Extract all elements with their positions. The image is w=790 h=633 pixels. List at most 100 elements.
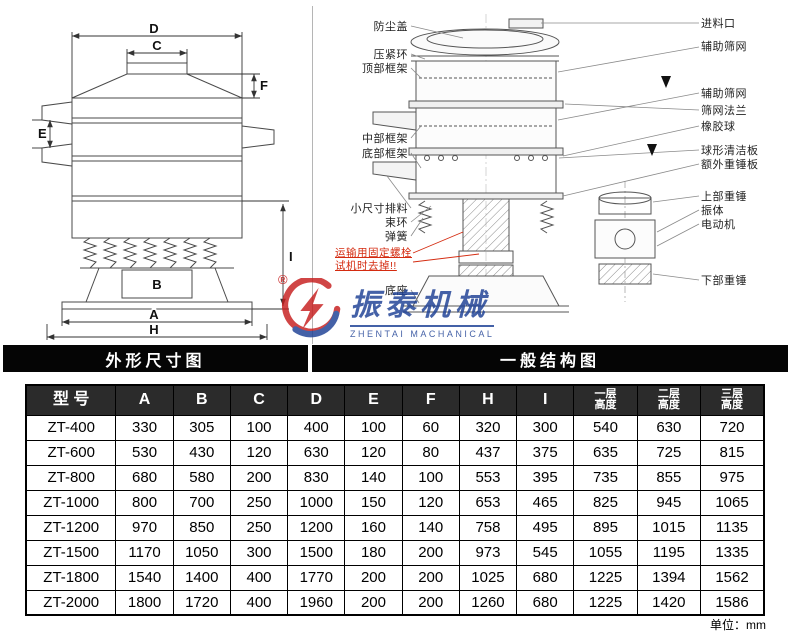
dimension-panel: D C F E B A H I <box>2 6 308 344</box>
spec-cell: 1015 <box>636 514 702 541</box>
spec-cell: 250 <box>229 514 289 541</box>
spec-cell: 120 <box>229 439 289 466</box>
unit-note: 单位：mm <box>710 618 766 632</box>
column-header: 一层 高度 <box>573 384 638 416</box>
spec-cell: 630 <box>636 414 702 441</box>
part-label: 辅助筛网 <box>701 88 747 100</box>
spec-cell: 1540 <box>115 564 174 591</box>
part-label: 防尘盖 <box>373 21 408 33</box>
spec-cell: 850 <box>172 514 231 541</box>
spec-cell: 735 <box>573 464 638 491</box>
spec-cell: 400 <box>229 589 289 616</box>
column-header: F <box>401 384 460 416</box>
spec-cell: 825 <box>573 489 638 516</box>
spec-cell: 545 <box>516 539 575 566</box>
spec-cell: 120 <box>401 489 460 516</box>
spec-cell: 653 <box>458 489 518 516</box>
spec-cell: 945 <box>636 489 702 516</box>
spec-cell: 815 <box>700 439 765 466</box>
part-label: 橡胶球 <box>701 121 736 133</box>
spec-cell: 305 <box>172 414 231 441</box>
spec-cell: 320 <box>458 414 518 441</box>
spec-cell: 1225 <box>573 589 638 616</box>
part-label: 额外重锤板 <box>701 159 759 171</box>
spec-cell: 1050 <box>172 539 231 566</box>
spec-cell: 140 <box>401 514 460 541</box>
spec-cell: 530 <box>115 439 174 466</box>
spec-cell: 635 <box>573 439 638 466</box>
spec-cell: 400 <box>229 564 289 591</box>
spec-cell: 1960 <box>287 589 346 616</box>
model-cell: ZT-2000 <box>25 589 117 616</box>
left-caption-banner: 外形尺寸图 <box>3 345 308 372</box>
spec-cell: 120 <box>344 439 403 466</box>
part-label: 底部框架 <box>362 148 408 160</box>
down-arrow-icon <box>647 144 657 156</box>
dim-label-d: D <box>149 21 158 36</box>
spec-cell: 150 <box>344 489 403 516</box>
spec-cell: 1225 <box>573 564 638 591</box>
spec-cell: 80 <box>401 439 460 466</box>
spec-cell: 895 <box>573 514 638 541</box>
structure-diagram <box>372 14 700 313</box>
model-cell: ZT-800 <box>25 464 117 491</box>
model-cell: ZT-1500 <box>25 539 117 566</box>
spec-cell: 800 <box>115 489 174 516</box>
part-label: 进料口 <box>701 18 736 30</box>
dim-label-h: H <box>149 322 158 337</box>
spec-cell: 580 <box>172 464 231 491</box>
spec-cell: 1770 <box>287 564 346 591</box>
spec-cell: 1800 <box>115 589 174 616</box>
spec-cell: 680 <box>516 564 575 591</box>
part-label: 球形清洁板 <box>701 145 759 157</box>
column-header: E <box>344 384 403 416</box>
part-label: 下部重锤 <box>701 275 747 287</box>
column-header: C <box>229 384 289 416</box>
dimension-diagram: D C F E B A H I <box>32 20 294 340</box>
model-cell: ZT-1000 <box>25 489 117 516</box>
dim-label-f: F <box>260 78 268 93</box>
spec-cell: 200 <box>344 564 403 591</box>
spec-cell: 1000 <box>287 489 346 516</box>
spec-cell: 300 <box>229 539 289 566</box>
spec-cell: 1335 <box>700 539 765 566</box>
column-header: A <box>115 384 174 416</box>
spec-cell: 758 <box>458 514 518 541</box>
column-header: 三层 高度 <box>700 384 765 416</box>
spec-cell: 400 <box>287 414 346 441</box>
part-label: 小尺寸排料 <box>350 203 408 215</box>
spec-cell: 395 <box>516 464 575 491</box>
part-label: 辅助筛网 <box>701 41 747 53</box>
part-label: 底座 <box>385 285 408 297</box>
column-header: D <box>287 384 346 416</box>
spec-cell: 700 <box>172 489 231 516</box>
spec-cell: 1562 <box>700 564 765 591</box>
part-label: 筛网法兰 <box>701 105 747 117</box>
spec-cell: 1720 <box>172 589 231 616</box>
right-caption-banner: 一般结构图 <box>312 345 788 372</box>
down-arrow-icon <box>661 76 671 88</box>
spec-cell: 720 <box>700 414 765 441</box>
column-header: I <box>516 384 575 416</box>
dim-label-b: B <box>152 277 161 292</box>
spec-cell: 975 <box>700 464 765 491</box>
spec-cell: 200 <box>229 464 289 491</box>
spec-cell: 375 <box>516 439 575 466</box>
spec-cell: 1055 <box>573 539 638 566</box>
spec-cell: 437 <box>458 439 518 466</box>
transport-bolt-warning: 运输用固定螺栓 试机时去掉!! <box>335 247 412 272</box>
column-header: 型 号 <box>25 384 117 416</box>
part-label: 顶部框架 <box>362 63 408 75</box>
spec-cell: 1586 <box>700 589 765 616</box>
spec-cell: 973 <box>458 539 518 566</box>
model-cell: ZT-600 <box>25 439 117 466</box>
spec-cell: 465 <box>516 489 575 516</box>
part-label: 电动机 <box>701 219 736 231</box>
part-label: 中部框架 <box>362 133 408 145</box>
spec-cell: 250 <box>229 489 289 516</box>
